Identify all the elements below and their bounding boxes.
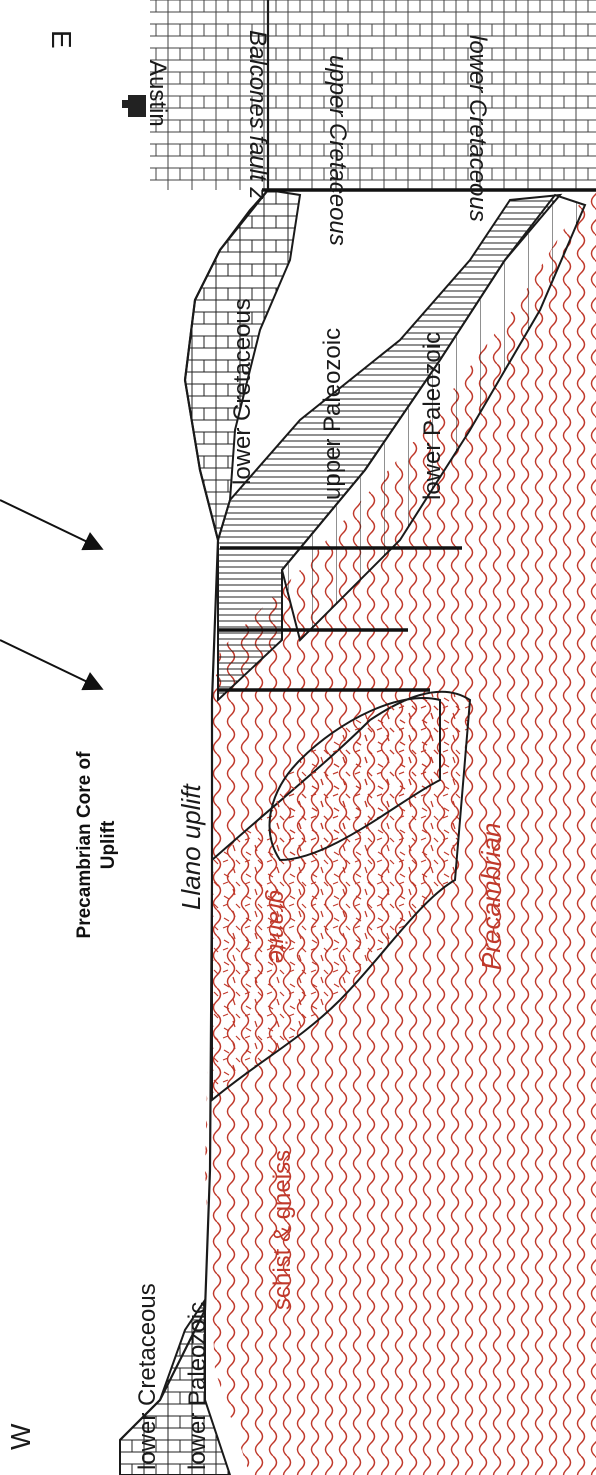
label-balcones-fault: Balcones fault z <box>244 30 271 199</box>
arrow-to-fault-3 <box>0 500 100 548</box>
arrow-to-fault-1 <box>0 640 100 688</box>
label-upper-cretaceous: upper Cretaceous <box>324 55 351 246</box>
annotation-line1: Precambrian Core of <box>74 751 95 939</box>
label-llano-uplift: Llano uplift <box>176 782 206 910</box>
direction-east: E <box>46 30 77 49</box>
label-upper-paleozoic: upper Paleozoic <box>319 328 346 500</box>
label-lower-cretaceous-far-east: lower Cretaceous <box>464 35 491 222</box>
direction-west: W <box>5 1423 36 1450</box>
label-schist-gneiss: schist & gneiss <box>269 1150 296 1310</box>
label-austin: Austin <box>144 60 171 127</box>
label-lower-paleozoic-east: lower Paleozoic <box>419 332 446 500</box>
label-precambrian: Precambrian <box>476 823 506 970</box>
annotation-line2: Uplift <box>98 820 119 869</box>
label-lower-cretaceous-east: lower Cretaceous <box>229 298 256 485</box>
label-lower-paleozoic-west: lower Paleozoic <box>184 1302 211 1470</box>
austin-marker-tower <box>122 100 132 108</box>
label-granite: granite <box>264 890 291 963</box>
label-lower-cretaceous-west: lower Cretaceous <box>134 1283 161 1470</box>
cretaceous-far-east <box>150 0 596 190</box>
